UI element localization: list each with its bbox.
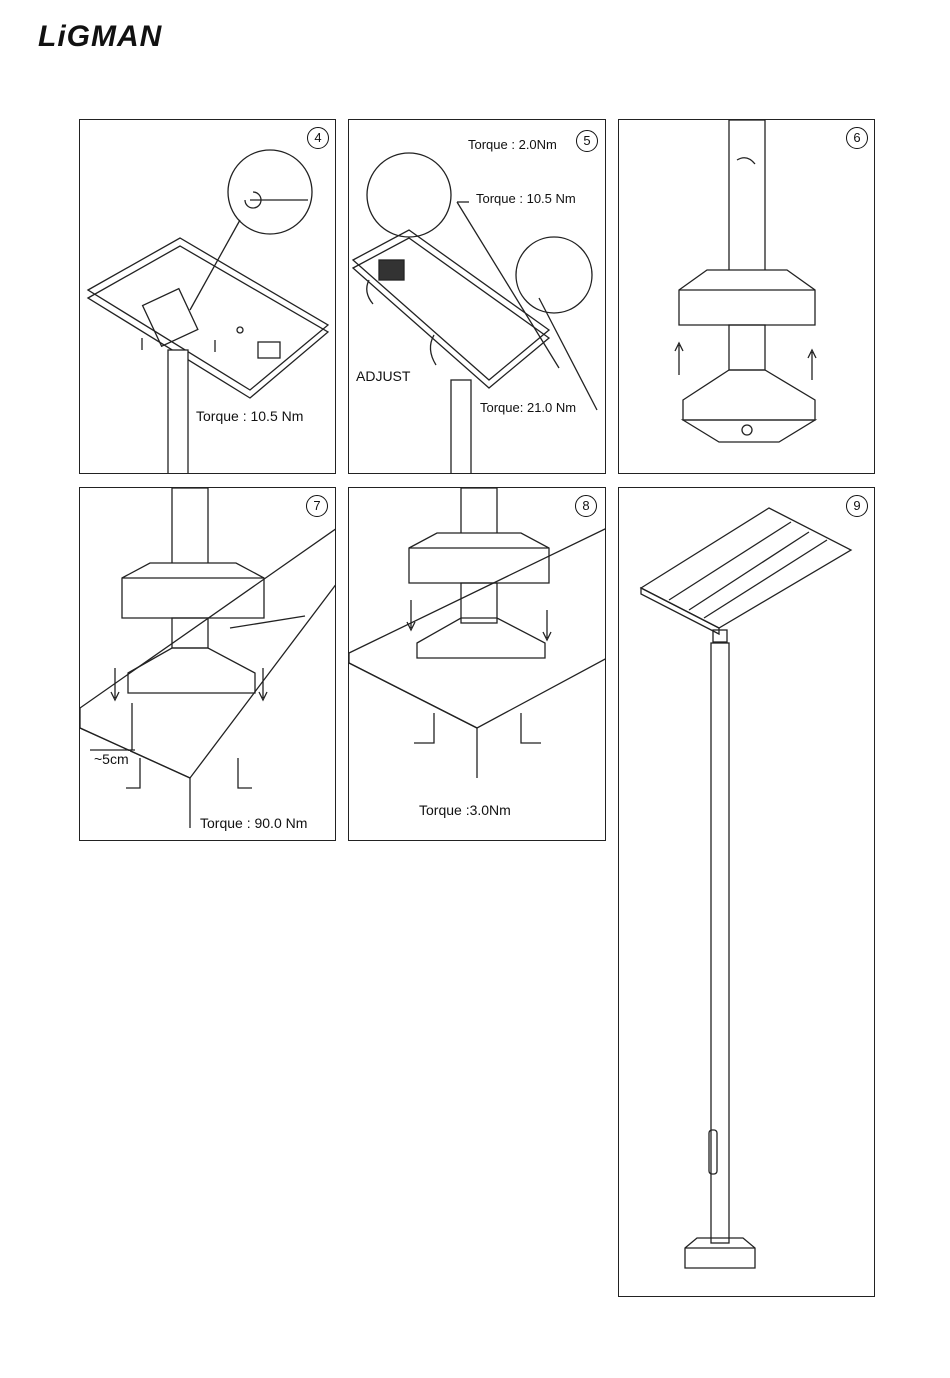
step-9-number: 9 [846,495,868,517]
step-6-panel: 6 [618,119,875,474]
step-5-torque-b-label: Torque : 10.5 Nm [475,191,577,206]
step-5-illustration [349,120,606,474]
step-8-panel: 8 Torque :3.0Nm [348,487,606,841]
brand-logo: LiGMAN [38,20,162,54]
step-7-panel: 7 ~5cm Torque : 90.0 Nm [79,487,336,841]
step-9-illustration [619,488,875,1297]
step-4-number: 4 [307,127,329,149]
step-6-number: 6 [846,127,868,149]
step-7-torque-label: Torque : 90.0 Nm [199,815,308,831]
step-7-depth-label: ~5cm [93,751,130,767]
step-5-number: 5 [576,130,598,152]
step-8-number: 8 [575,495,597,517]
step-8-torque-label: Torque :3.0Nm [418,802,512,818]
step-8-illustration [349,488,606,841]
step-4-panel: 4 Torque : 10.5 Nm [79,119,336,474]
step-5-adjust-label: ADJUST [355,368,411,384]
step-5-torque-c-label: Torque: 21.0 Nm [479,400,577,415]
step-7-number: 7 [306,495,328,517]
step-7-illustration [80,488,336,841]
step-9-panel: 9 [618,487,875,1297]
step-6-illustration [619,120,875,474]
step-5-panel: 5 Torque : 2.0Nm Torque : 10.5 Nm ADJUST… [348,119,606,474]
step-5-torque-a-label: Torque : 2.0Nm [467,137,558,152]
step-4-torque-label: Torque : 10.5 Nm [195,408,304,424]
